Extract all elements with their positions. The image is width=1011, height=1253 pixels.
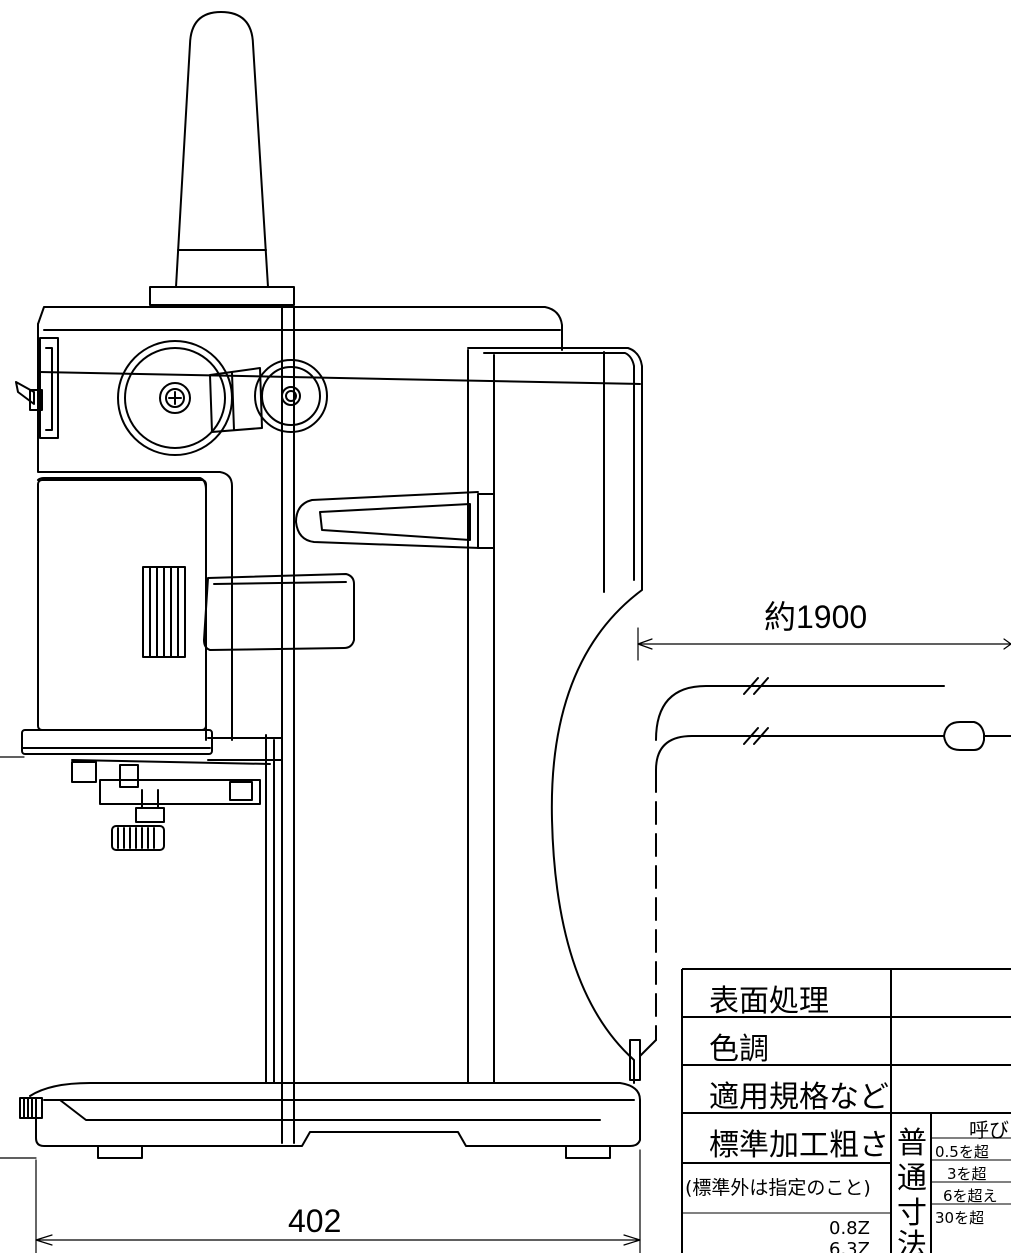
- knurled-knob: [111, 825, 165, 851]
- side-lever: [15, 381, 43, 411]
- applicable-standard-label: 適用規格など: [709, 1080, 889, 1115]
- base-width-label: 402: [288, 1203, 341, 1239]
- standard-roughness-label: 標準加工粗さ: [709, 1128, 889, 1163]
- small-knob: [209, 359, 328, 433]
- head-housing: [37, 306, 641, 741]
- tolerance-range-2: 3を超: [947, 1165, 987, 1183]
- cord-length-label: 約1900: [764, 599, 867, 635]
- non-standard-note: (標準外は指定のこと): [685, 1177, 871, 1199]
- tolerance-range-4: 30を超: [935, 1209, 985, 1227]
- base: [19, 1082, 641, 1159]
- general-tolerance-char-5: 差: [897, 1248, 927, 1253]
- center-block: [203, 573, 355, 651]
- general-tolerance-char-4: 法: [897, 1228, 927, 1253]
- tolerance-range-3: 6を超え: [943, 1187, 998, 1205]
- front-body: [37, 477, 207, 741]
- dimension-cord: [637, 627, 1011, 661]
- power-cord: [639, 677, 1011, 1057]
- general-tolerance-char-3: 寸: [897, 1196, 927, 1231]
- surface-treatment-label: 表面処理: [709, 984, 829, 1019]
- roughness-value-1: 0.8Z: [829, 1218, 870, 1239]
- rear-column: [467, 347, 643, 1084]
- large-knob: [117, 340, 233, 456]
- tolerance-range-1: 0.5を超: [935, 1143, 989, 1161]
- general-tolerance-char-1: 普: [897, 1126, 927, 1161]
- tolerance-header: 呼び: [969, 1118, 1009, 1142]
- color-tone-label: 色調: [709, 1032, 769, 1067]
- roughness-value-2: 6.3Z: [829, 1239, 870, 1253]
- pillar: [265, 306, 295, 1144]
- title-block-grid: [681, 968, 1011, 1253]
- dimension-base: [0, 756, 641, 1253]
- general-tolerance-char-2: 通: [897, 1161, 927, 1196]
- rear-handle: [295, 491, 495, 549]
- stage: [21, 729, 283, 823]
- title-block: 表面処理 色調 適用規格など 標準加工粗さ (標準外は指定のこと) 0.8Z 6…: [681, 968, 1011, 1253]
- top-tower: [149, 11, 295, 306]
- grip-ribs: [142, 566, 186, 658]
